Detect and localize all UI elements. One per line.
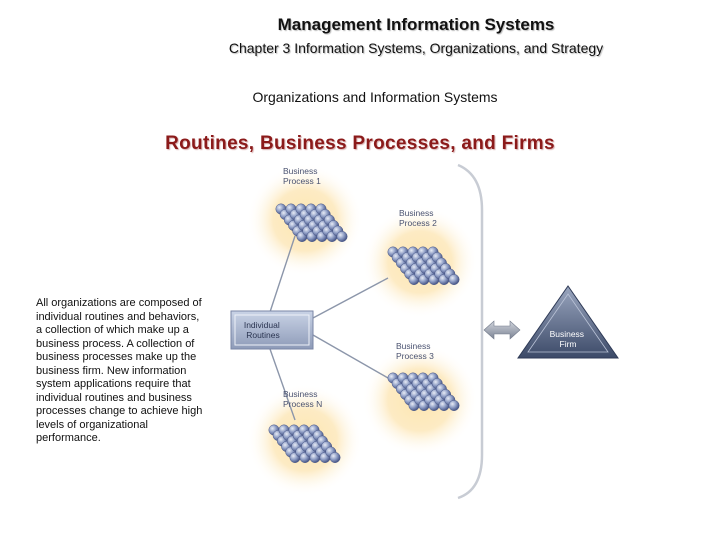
connection-lines [269, 235, 389, 421]
svg-text:Individual Routines: Individual Routines [244, 320, 282, 340]
double-arrow-icon [483, 320, 521, 340]
business-firm-triangle: Business Firm [517, 285, 619, 359]
process-n-label: Business Process N [283, 389, 322, 409]
process-n-routines [268, 424, 341, 463]
process-2-label: Business Process 2 [399, 208, 437, 228]
header-title: Management Information Systems [277, 15, 555, 34]
slide-title: Routines, Business Processes, and Firms [165, 133, 555, 154]
section-title: Organizations and Information Systems [252, 89, 498, 105]
process-1-routines [275, 203, 348, 242]
process-3-label: Business Process 3 [396, 341, 434, 361]
process-1-label: Business Process 1 [283, 166, 321, 186]
individual-routines-box: Individual Routines [230, 310, 314, 350]
body-text: All organizations are composed of indivi… [36, 297, 203, 444]
process-2-routines [387, 246, 460, 285]
header-chapter: Chapter 3 Information Systems, Organizat… [228, 40, 604, 56]
process-bracket [457, 163, 484, 500]
process-3-routines [387, 372, 460, 411]
routine-ball [329, 452, 341, 463]
routine-ball [448, 400, 460, 411]
routine-ball [336, 231, 348, 242]
svg-text:Business Firm: Business Firm [550, 329, 587, 349]
routine-ball [448, 274, 460, 285]
